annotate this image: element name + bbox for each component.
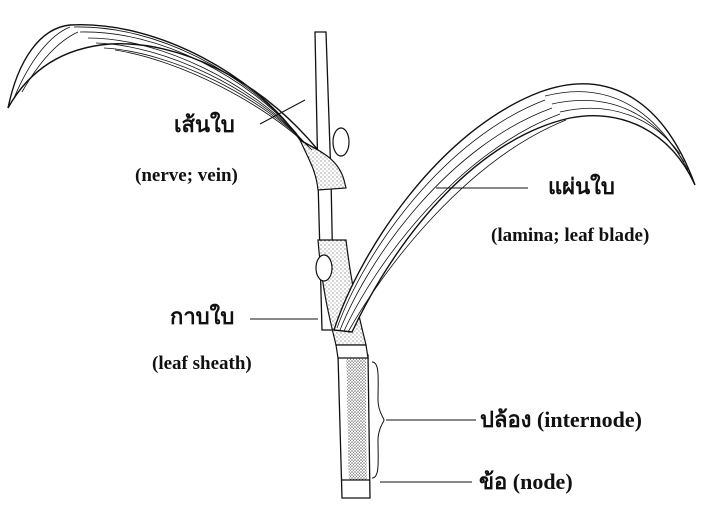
sheath-collar: [336, 345, 368, 358]
sheath-label-english: (leaf sheath): [152, 354, 252, 373]
internode-label: ปล้อง (internode): [480, 409, 642, 431]
vein-label-english: (nerve; vein): [135, 166, 238, 185]
lower-ligule: [316, 255, 332, 281]
right-leaf-blade: [334, 84, 695, 332]
node-label: ข้อ (node): [479, 471, 573, 493]
vein-label-thai: เส้นใบ: [174, 114, 235, 136]
internode-brace: [372, 362, 384, 478]
left-leaf-blade: [8, 25, 318, 150]
internode-shading: [346, 358, 367, 480]
blade-label-thai: แผ่นใบ: [548, 176, 615, 198]
blade-label-english: (lamina; leaf blade): [491, 226, 649, 245]
upper-ligule: [333, 128, 349, 156]
sheath-label-thai: กาบใบ: [170, 306, 234, 328]
